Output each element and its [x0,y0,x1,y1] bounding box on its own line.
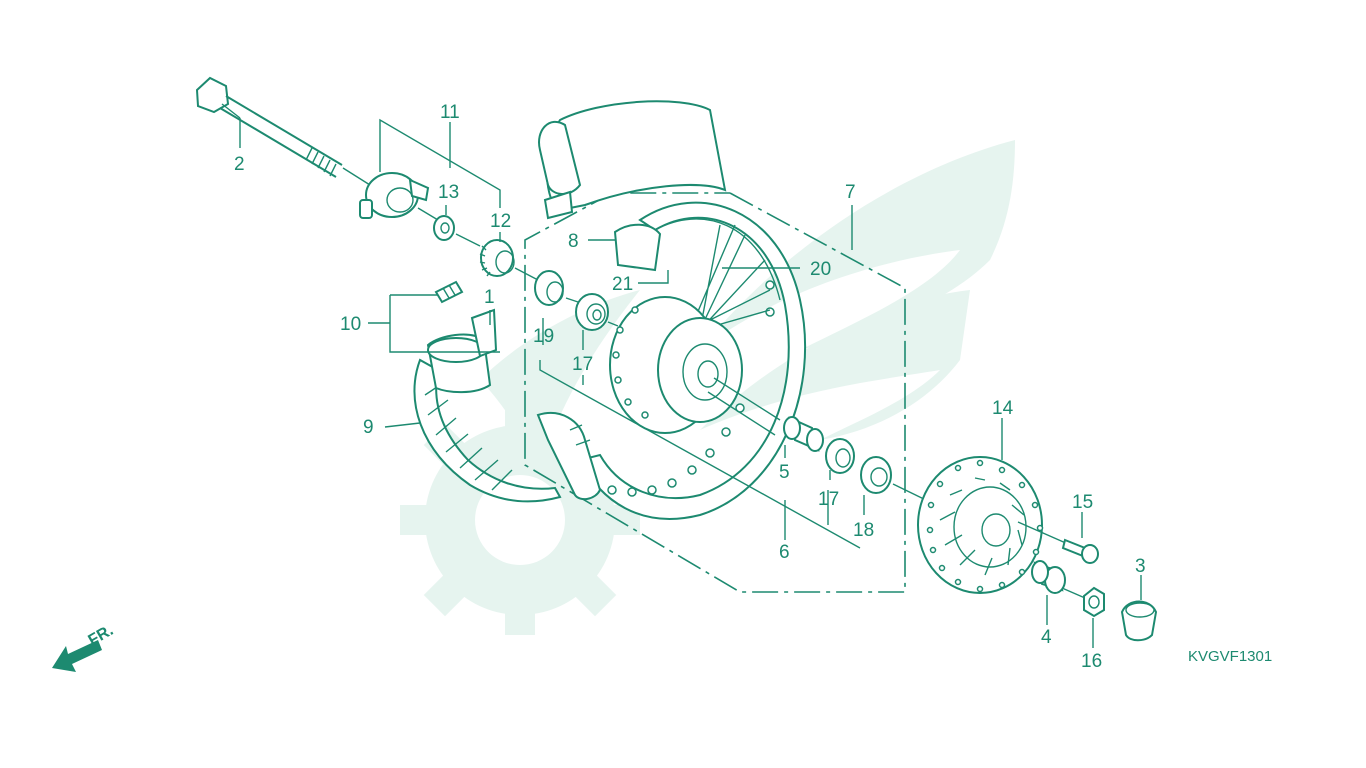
axle-cap [1120,600,1158,642]
callout-18: 18 [853,520,874,541]
callout-7: 7 [845,182,856,203]
callout-2: 2 [234,154,245,175]
callout-10: 10 [340,314,361,335]
valve-stem [434,280,464,304]
axle-nut [1083,586,1105,618]
disc-bolt [1061,538,1099,564]
washer [433,215,455,241]
leader-lines [221,103,1142,648]
distance-collar [783,416,824,452]
callout-17-left: 17 [572,354,593,375]
speedometer-gearbox [359,172,439,221]
callout-19: 19 [533,326,554,347]
callout-16: 16 [1081,651,1102,672]
callout-15: 15 [1072,492,1093,513]
direction-arrow-icon: FR. [52,622,116,672]
callout-17-right: 17 [818,489,839,510]
callout-20: 20 [810,259,831,280]
hub [609,296,743,434]
callout-13: 13 [438,182,459,203]
callout-12: 12 [490,211,511,232]
side-collar [1031,560,1066,594]
rim [536,201,807,520]
speedometer-gear [479,239,515,277]
tire [413,308,562,503]
axle-bolt [195,76,371,186]
callout-8: 8 [568,231,579,252]
callout-6: 6 [779,542,790,563]
callout-21: 21 [612,274,633,295]
brake-disc [917,456,1044,594]
dust-seal [534,270,564,306]
bearing-right [825,438,855,474]
callout-9: 9 [363,417,374,438]
callout-1: 1 [484,287,495,308]
callout-11: 11 [440,102,460,123]
callout-5: 5 [779,462,790,483]
tube [538,100,727,220]
callout-4: 4 [1041,627,1052,648]
callout-14: 14 [992,398,1014,419]
bearing-left [575,293,609,331]
diagram-code: KVGVF1301 [1188,648,1272,665]
dust-seal-right [860,456,892,494]
callout-3: 3 [1135,556,1146,577]
